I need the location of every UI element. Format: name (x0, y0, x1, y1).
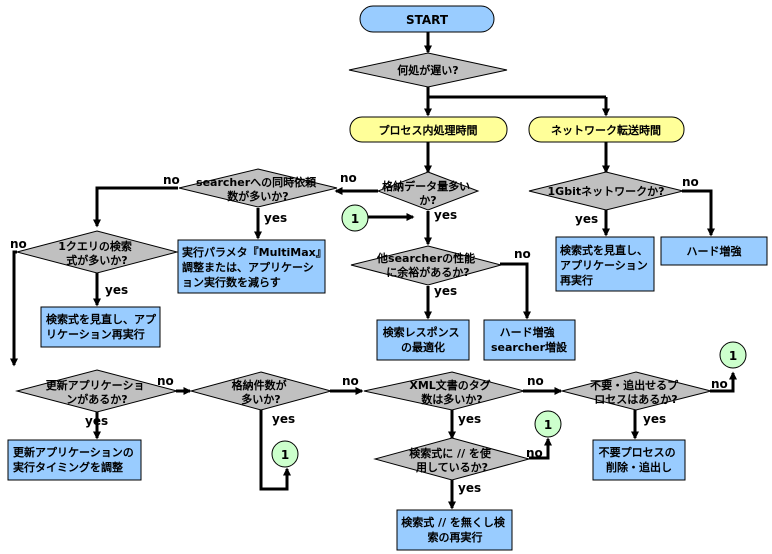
action-delete-process-text: 不要プロセスの 削除・追出し (599, 445, 680, 474)
action-multimax: 実行パラメタ『MultiMax』 調整または、アプリケーシ ョン実行数を減らす (177, 239, 331, 294)
label-no: no (682, 175, 699, 189)
decision-slashslash-text: 検索式に // を使 用しているか? (409, 446, 495, 474)
action-delete-process: 不要プロセスの 削除・追出し (592, 439, 686, 481)
label-yes: yes (85, 414, 108, 428)
decision-searcher-room-text: 他searcherの性能 に余裕があるか? (376, 251, 479, 279)
label-yes: yes (575, 212, 598, 226)
branch-labels: no no yes yes no yes no no yes yes no no… (10, 171, 728, 495)
decision-purge-text: 不要・追出せるプ ロセスはあるか? (590, 378, 682, 406)
label-no: no (526, 446, 543, 460)
action-revise-query-text: 検索式を見直し、アプ リケーション再実行 (46, 312, 160, 341)
decision-gbit-text: 1Gbitネットワークか? (548, 185, 665, 198)
connector-label: 1 (544, 418, 552, 432)
category-network: ネットワーク転送時間 (528, 116, 685, 143)
category-process: プロセス内処理時間 (349, 116, 508, 143)
decision-concurrent-text: searcherへの同時依頼 数が多いか? (196, 175, 320, 203)
decision-xml-tags-text: XML文書のタグ 数は多いか? (409, 378, 494, 406)
decision-purge: 不要・追出せるプ ロセスはあるか? (561, 371, 712, 411)
category-process-label: プロセス内処理時間 (379, 123, 478, 137)
decision-query-many-text: 1クエリの検索 式が多いか? (58, 239, 136, 267)
decision-update-app-text: 更新アプリケーショ ンがあるか? (46, 378, 149, 406)
category-network-label: ネットワーク転送時間 (551, 123, 661, 137)
action-multimax-text: 実行パラメタ『MultiMax』 調整または、アプリケーシ ョン実行数を減らす (182, 245, 331, 289)
label-yes: yes (643, 412, 666, 426)
action-optimize-response: 検索レスポンス の最適化 (376, 319, 470, 361)
label-no: no (711, 377, 728, 391)
connector-circle-1a: 1 (341, 204, 369, 232)
label-yes: yes (264, 211, 287, 225)
label-yes: yes (458, 412, 481, 426)
label-no: no (342, 374, 359, 388)
label-no: no (514, 247, 531, 261)
label-no: no (163, 173, 180, 187)
connector-circle-1c: 1 (534, 410, 562, 438)
decision-count-many: 格納件数が 多いか? (189, 371, 333, 411)
label-no: no (10, 237, 27, 251)
decision-concurrent: searcherへの同時依頼 数が多いか? (178, 168, 338, 208)
label-no: no (157, 374, 174, 388)
start-label: START (406, 13, 449, 27)
decision-query-many: 1クエリの検索 式が多いか? (15, 230, 179, 274)
action-update-timing: 更新アプリケーションの 実行タイミングを調整 (7, 439, 142, 481)
label-yes: yes (458, 481, 481, 495)
label-yes: yes (105, 283, 128, 297)
connector-label: 1 (351, 212, 359, 226)
action-hard-net-text: ハード増強 (687, 244, 742, 258)
action-remove-slash: 検索式 // を無くし検 索の再実行 (396, 509, 513, 551)
connector-circle-1b: 1 (719, 341, 747, 369)
action-revise-query-net: 検索式を見直し、 アプリケーション 再実行 (555, 236, 655, 292)
label-yes: yes (434, 284, 457, 298)
decision-where-slow: 何処が遅い? (348, 52, 508, 88)
action-hard-searcher: ハード増強 searcher増設 (483, 319, 576, 361)
decision-update-app: 更新アプリケーショ ンがあるか? (15, 369, 179, 413)
label-no: no (527, 374, 544, 388)
decision-storage-many-text: 格納データ量多い か? (382, 179, 474, 207)
decision-xml-tags: XML文書のタグ 数は多いか? (363, 371, 526, 411)
connector-label: 1 (729, 349, 737, 363)
action-revise-query-net-text: 検索式を見直し、 アプリケーション 再実行 (560, 243, 652, 287)
flow-lines (10, 32, 737, 510)
decision-searcher-room: 他searcherの性能 に余裕があるか? (350, 245, 503, 286)
decision-count-many-text: 格納件数が 多いか? (232, 378, 291, 406)
action-hard-searcher-text: ハード増強 searcher増設 (491, 325, 568, 354)
label-yes: yes (272, 412, 295, 426)
decision-storage-many: 格納データ量多い か? (376, 171, 480, 211)
label-no: no (340, 171, 357, 185)
decision-gbit: 1Gbitネットワークか? (528, 171, 684, 211)
action-hard-net: ハード増強 (660, 236, 768, 266)
connector-label: 1 (281, 448, 289, 462)
label-yes: yes (434, 208, 457, 222)
start-node: START (359, 5, 495, 33)
action-revise-query: 検索式を見直し、アプ リケーション再実行 (40, 306, 161, 348)
decision-where-slow-text: 何処が遅い? (397, 63, 458, 77)
decision-slashslash: 検索式に // を使 用しているか? (373, 437, 531, 481)
connector-circle-1d: 1 (271, 440, 299, 468)
action-update-timing-text: 更新アプリケーションの 実行タイミングを調整 (13, 445, 138, 474)
action-optimize-response-text: 検索レスポンス の最適化 (383, 325, 464, 354)
action-remove-slash-text: 検索式 // を無くし検 索の再実行 (401, 515, 509, 544)
